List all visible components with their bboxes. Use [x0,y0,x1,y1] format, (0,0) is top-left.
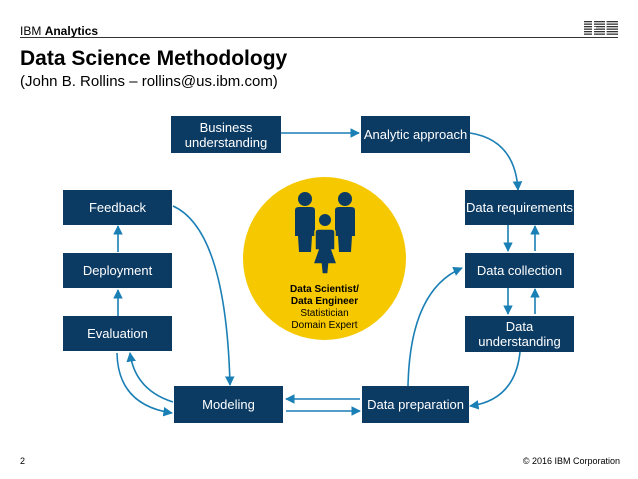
arrow-modeling-to-evaluation [126,352,174,403]
stage-analytic-approach: Analytic approach [361,116,470,153]
stage-modeling: Modeling [174,386,283,423]
arrow-understanding-to-preparation [469,351,521,410]
role-data-scientist: Data Scientist/ [290,284,359,295]
arrow-evaluation-to-modeling [116,352,173,417]
ibm-logo-icon [584,21,618,35]
stage-business-understanding: Business understanding [171,116,281,153]
stage-feedback: Feedback [63,190,172,225]
page-title: Data Science Methodology [20,47,288,70]
role-statistician: Statistician [300,308,349,319]
arrow-preparation-to-collection [407,266,463,387]
copyright-notice: © 2016 IBM Corporation [522,456,620,466]
brand-light: IBM [20,24,42,38]
brand-bold: Analytics [44,24,99,38]
stage-data-understanding: Data understanding [465,316,574,352]
brand-label: IBM Analytics [20,24,98,38]
stage-data-collection: Data collection [465,253,574,288]
page-subtitle: (John B. Rollins – rollins@us.ibm.com) [20,73,278,90]
page-number: 2 [20,456,26,466]
arrow-feedback-to-modeling [172,205,235,386]
arrow-analytic-to-requirements [469,132,523,191]
people-group-icon [295,192,355,275]
stage-data-preparation: Data preparation [362,386,469,423]
header-rule [20,37,618,38]
role-data-engineer: Data Engineer [290,296,359,307]
stage-deployment: Deployment [63,253,172,288]
role-domain-expert: Domain Expert [291,320,358,331]
stage-evaluation: Evaluation [63,316,172,351]
stage-data-requirements: Data requirements [465,190,574,225]
